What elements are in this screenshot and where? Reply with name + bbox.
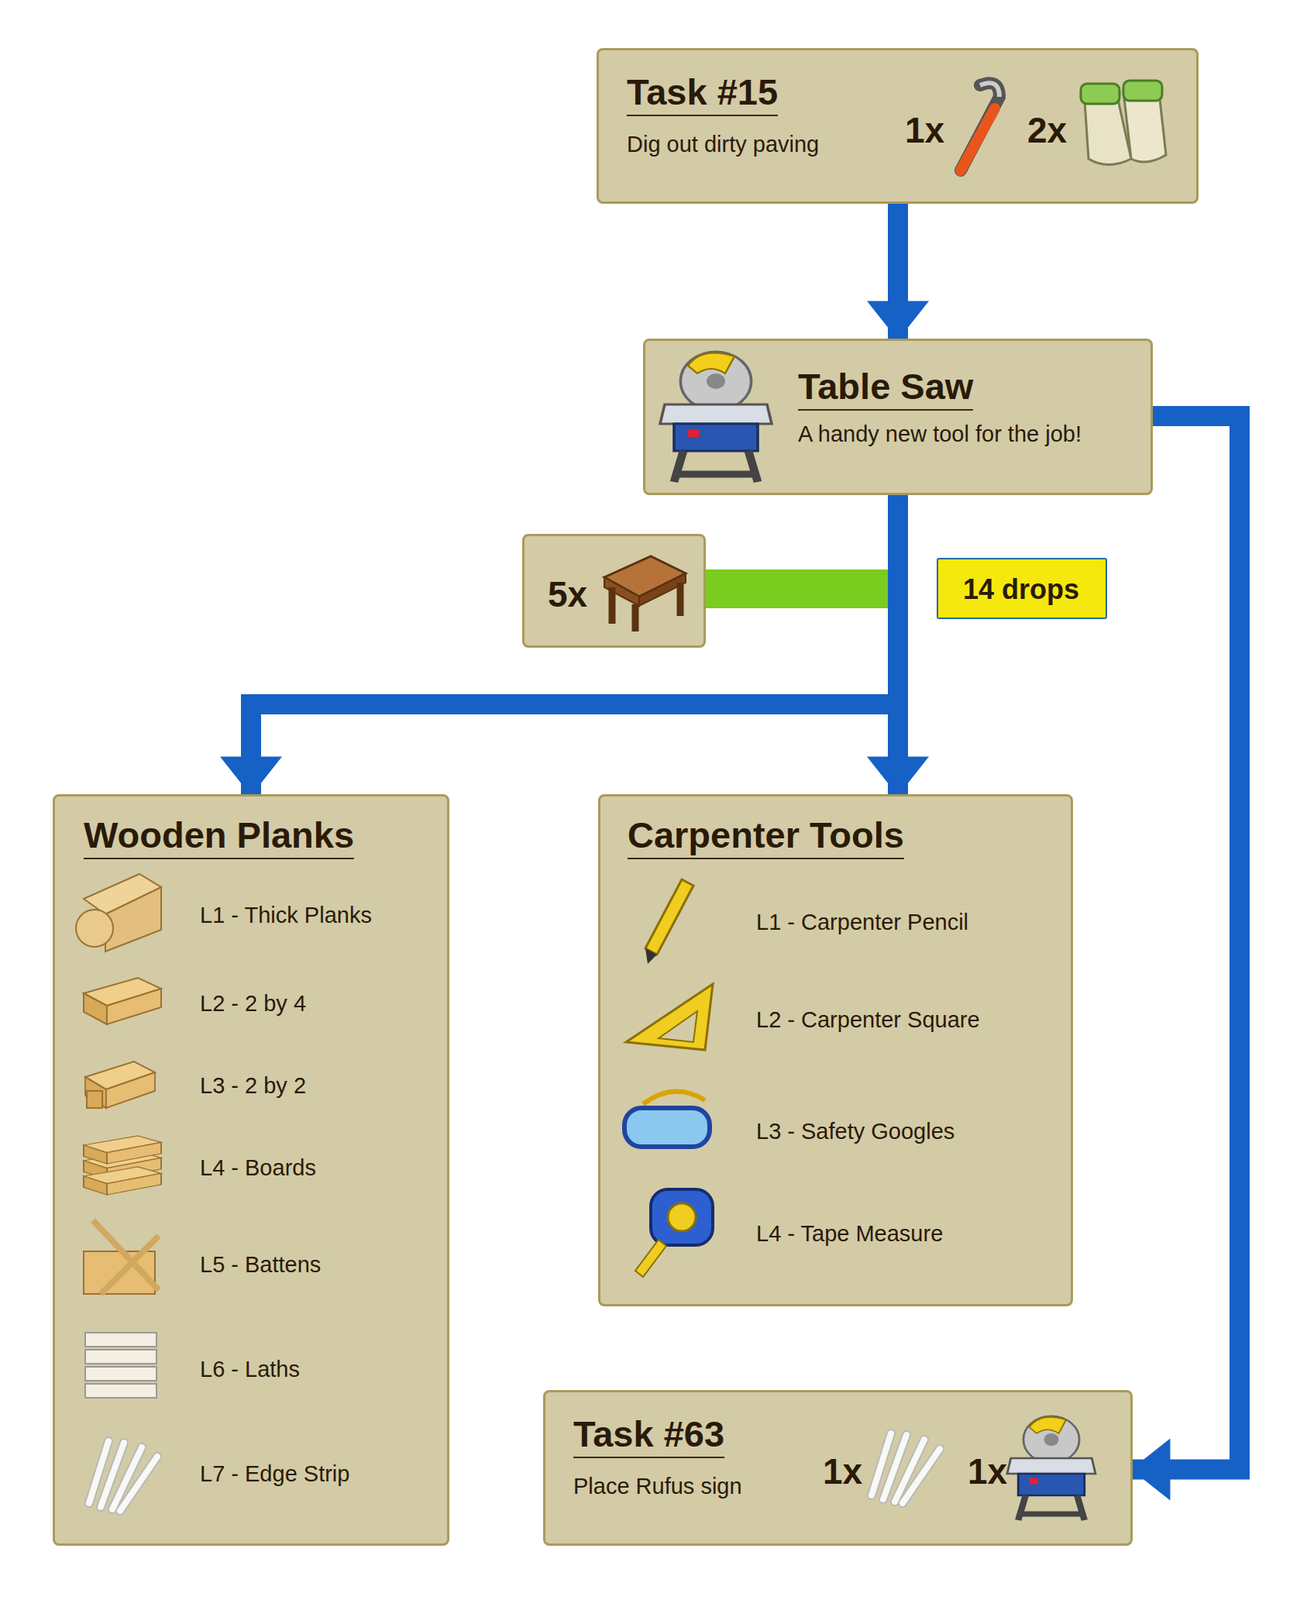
green-bar bbox=[701, 569, 891, 609]
flow-arrow bbox=[887, 203, 909, 339]
heading-text: Task #63 bbox=[573, 1413, 725, 1459]
item-text: L2 - Carpenter Square bbox=[756, 1007, 981, 1033]
item-text: Dig out dirty paving bbox=[626, 131, 819, 158]
task-box: Table Saw A handy new tool for the job! bbox=[643, 338, 1153, 496]
item-text: L5 - Battens bbox=[199, 1251, 321, 1278]
heading-text: Task #15 bbox=[626, 71, 778, 117]
task-box: Task #63Place Rufus sign 1x 1x bbox=[543, 1389, 1133, 1546]
heading-text: Carpenter Tools bbox=[627, 814, 905, 860]
item-text: L2 - 2 by 4 bbox=[199, 990, 307, 1017]
quantity-text: 2x bbox=[1027, 110, 1067, 152]
heading-text: Wooden Planks bbox=[83, 814, 355, 860]
item-text: Place Rufus sign bbox=[573, 1473, 743, 1500]
flow-arrow bbox=[1132, 416, 1240, 1470]
item-list-box: Carpenter Tools L1 - Carpenter Pencil L2 -… bbox=[598, 794, 1074, 1307]
item-list-box: Wooden Planks L1 - Thick Planks L2 - 2 by … bbox=[52, 794, 450, 1546]
item-text: L3 - Safety Googles bbox=[756, 1118, 955, 1145]
item-text: L3 - 2 by 2 bbox=[199, 1073, 307, 1099]
flow-arrow bbox=[251, 495, 898, 795]
quantity-text: 1x bbox=[822, 1451, 863, 1493]
item-text: L7 - Edge Strip bbox=[199, 1461, 350, 1487]
item-text: L1 - Thick Planks bbox=[199, 902, 372, 929]
quantity-text: 5x bbox=[547, 574, 588, 616]
item-text: L4 - Tape Measure bbox=[756, 1221, 943, 1247]
drop-count-badge: 14 drops bbox=[936, 557, 1108, 620]
item-text: 14 drops bbox=[963, 573, 1080, 606]
item-text: L6 - Laths bbox=[199, 1356, 300, 1383]
item-text: A handy new tool for the job! bbox=[797, 421, 1082, 448]
quantity-text: 1x bbox=[904, 110, 945, 152]
flow-arrow bbox=[887, 495, 909, 795]
item-text: L4 - Boards bbox=[199, 1155, 317, 1181]
quantity-text: 1x bbox=[967, 1451, 1008, 1493]
heading-text: Table Saw bbox=[797, 365, 974, 411]
task-box: Task #15Dig out dirty paving 1x 2x bbox=[596, 48, 1199, 204]
task-box: 5x bbox=[522, 533, 706, 648]
item-text: L1 - Carpenter Pencil bbox=[756, 909, 969, 936]
